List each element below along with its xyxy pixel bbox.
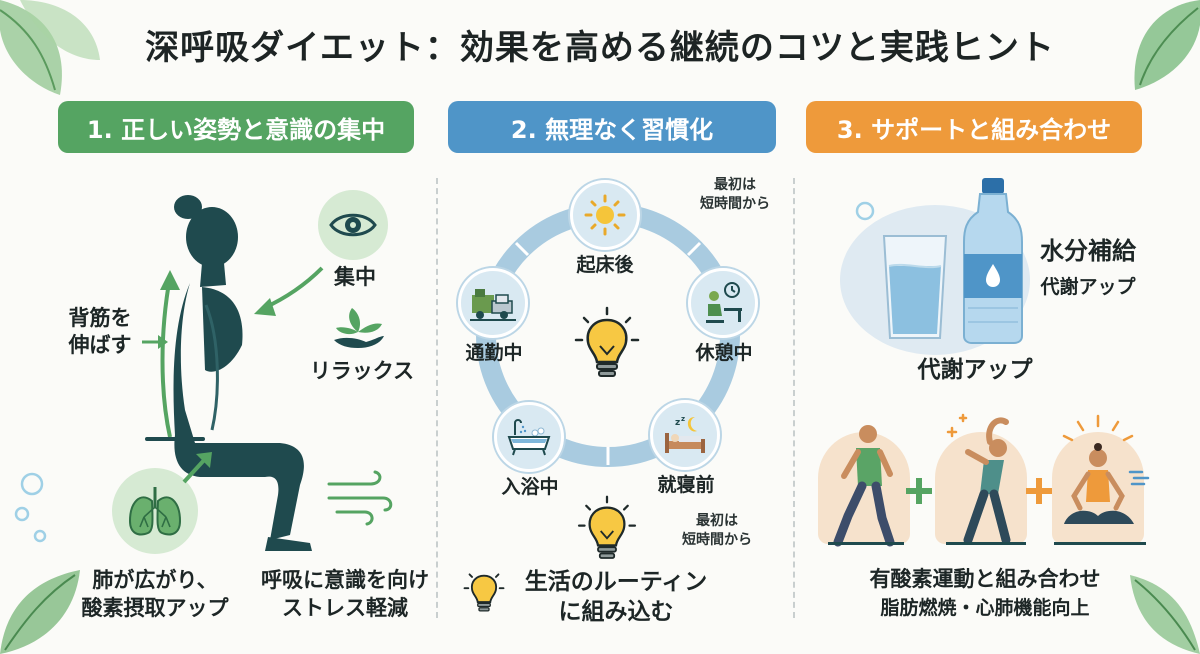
metabolism-center-label: 代謝アップ <box>917 357 1033 383</box>
meditating-person-icon <box>1054 414 1150 545</box>
lightbulb-icon-center <box>574 306 640 377</box>
eye-icon <box>329 213 377 237</box>
relax-hand-leaf-icon <box>334 308 384 348</box>
metabolism-right-label: 代謝アップ <box>1040 276 1136 298</box>
bath-node <box>494 402 564 472</box>
breath-wind-icon <box>327 470 393 526</box>
desk-worker-icon <box>706 282 742 323</box>
exercise-label-line1: 有酸素運動と組み合わせ <box>869 567 1101 591</box>
bottom-note-line2: 短時間から <box>682 532 752 548</box>
stretch-label-line2: 伸ばす <box>68 333 132 357</box>
bath-label: 入浴中 <box>501 476 559 498</box>
svg-text:z: z <box>681 415 685 423</box>
commute-vehicle-icon <box>470 289 516 321</box>
leaf-decoration-top-left <box>0 0 100 95</box>
commute-label: 通勤中 <box>465 342 523 364</box>
section-header-habit: 2. 無理なく習慣化 <box>448 101 776 153</box>
focus-icon-circle <box>318 190 388 260</box>
bottom-note-line1: 最初は <box>696 513 738 529</box>
bubble-decoration-right <box>855 201 875 221</box>
bathtub-icon <box>507 419 551 456</box>
focus-label: 集中 <box>334 265 376 289</box>
breath-label-line1: 呼吸に意識を向け <box>261 568 429 592</box>
lungs-label-line1: 肺が広がり、 <box>92 568 218 592</box>
lungs-label-line2: 酸素摂取アップ <box>81 596 229 620</box>
lungs-icon-circle <box>112 468 198 554</box>
walking-person-icon <box>828 425 904 547</box>
routine-label-line1: 生活のルーティン <box>524 569 708 595</box>
hydration-label: 水分補給 <box>1040 237 1136 265</box>
bedtime-label: 就寝前 <box>657 474 715 496</box>
break-label: 休憩中 <box>695 342 753 364</box>
water-glass-icon <box>882 235 948 339</box>
stretching-person-icon <box>946 413 1026 545</box>
seat-line <box>145 437 205 441</box>
focus-arrow <box>254 266 324 316</box>
bedtime-node: z z <box>650 400 720 470</box>
lungs-arrow <box>182 452 212 484</box>
section-divider-1 <box>436 178 438 618</box>
top-note-line1: 最初は <box>714 177 756 193</box>
bed-moon-icon: z z <box>665 415 705 453</box>
bubble-decoration-left <box>14 472 47 543</box>
commute-node <box>458 268 528 338</box>
plus-icon-1 <box>906 478 932 504</box>
stretch-right-arrow <box>142 335 168 349</box>
section-header-posture: 1. 正しい姿勢と意識の集中 <box>58 101 414 153</box>
top-note-line2: 短時間から <box>700 196 770 212</box>
wakeup-node <box>570 180 640 250</box>
stretch-label-line1: 背筋を <box>68 306 132 330</box>
leaf-decoration-top-right <box>1134 0 1200 90</box>
sun-icon <box>584 194 626 236</box>
breath-label-line2: ストレス軽減 <box>282 596 408 620</box>
lightbulb-icon-bottom <box>577 495 637 559</box>
section-header-support: 3. サポートと組み合わせ <box>806 101 1142 153</box>
seated-woman-silhouette <box>173 195 312 551</box>
water-bottle-icon <box>963 178 1023 344</box>
break-node <box>688 268 758 338</box>
section-divider-2 <box>793 178 795 618</box>
svg-text:z: z <box>675 418 680 428</box>
plus-icon-2 <box>1026 478 1052 504</box>
stretch-up-arrow <box>160 270 180 438</box>
wakeup-label: 起床後 <box>576 254 634 276</box>
relax-label: リラックス <box>309 359 415 383</box>
routine-label-line2: に組み込む <box>558 599 674 625</box>
leaf-decoration-bottom-left <box>0 570 80 654</box>
page-title: 深呼吸ダイエット：効果を高める継続のコツと実践ヒント <box>145 28 1055 68</box>
lightbulb-icon-routine <box>463 573 505 612</box>
leaf-decoration-bottom-right <box>1130 575 1200 654</box>
exercise-label-line2: 脂肪燃焼・心肺機能向上 <box>880 597 1090 619</box>
lungs-icon <box>128 487 182 536</box>
